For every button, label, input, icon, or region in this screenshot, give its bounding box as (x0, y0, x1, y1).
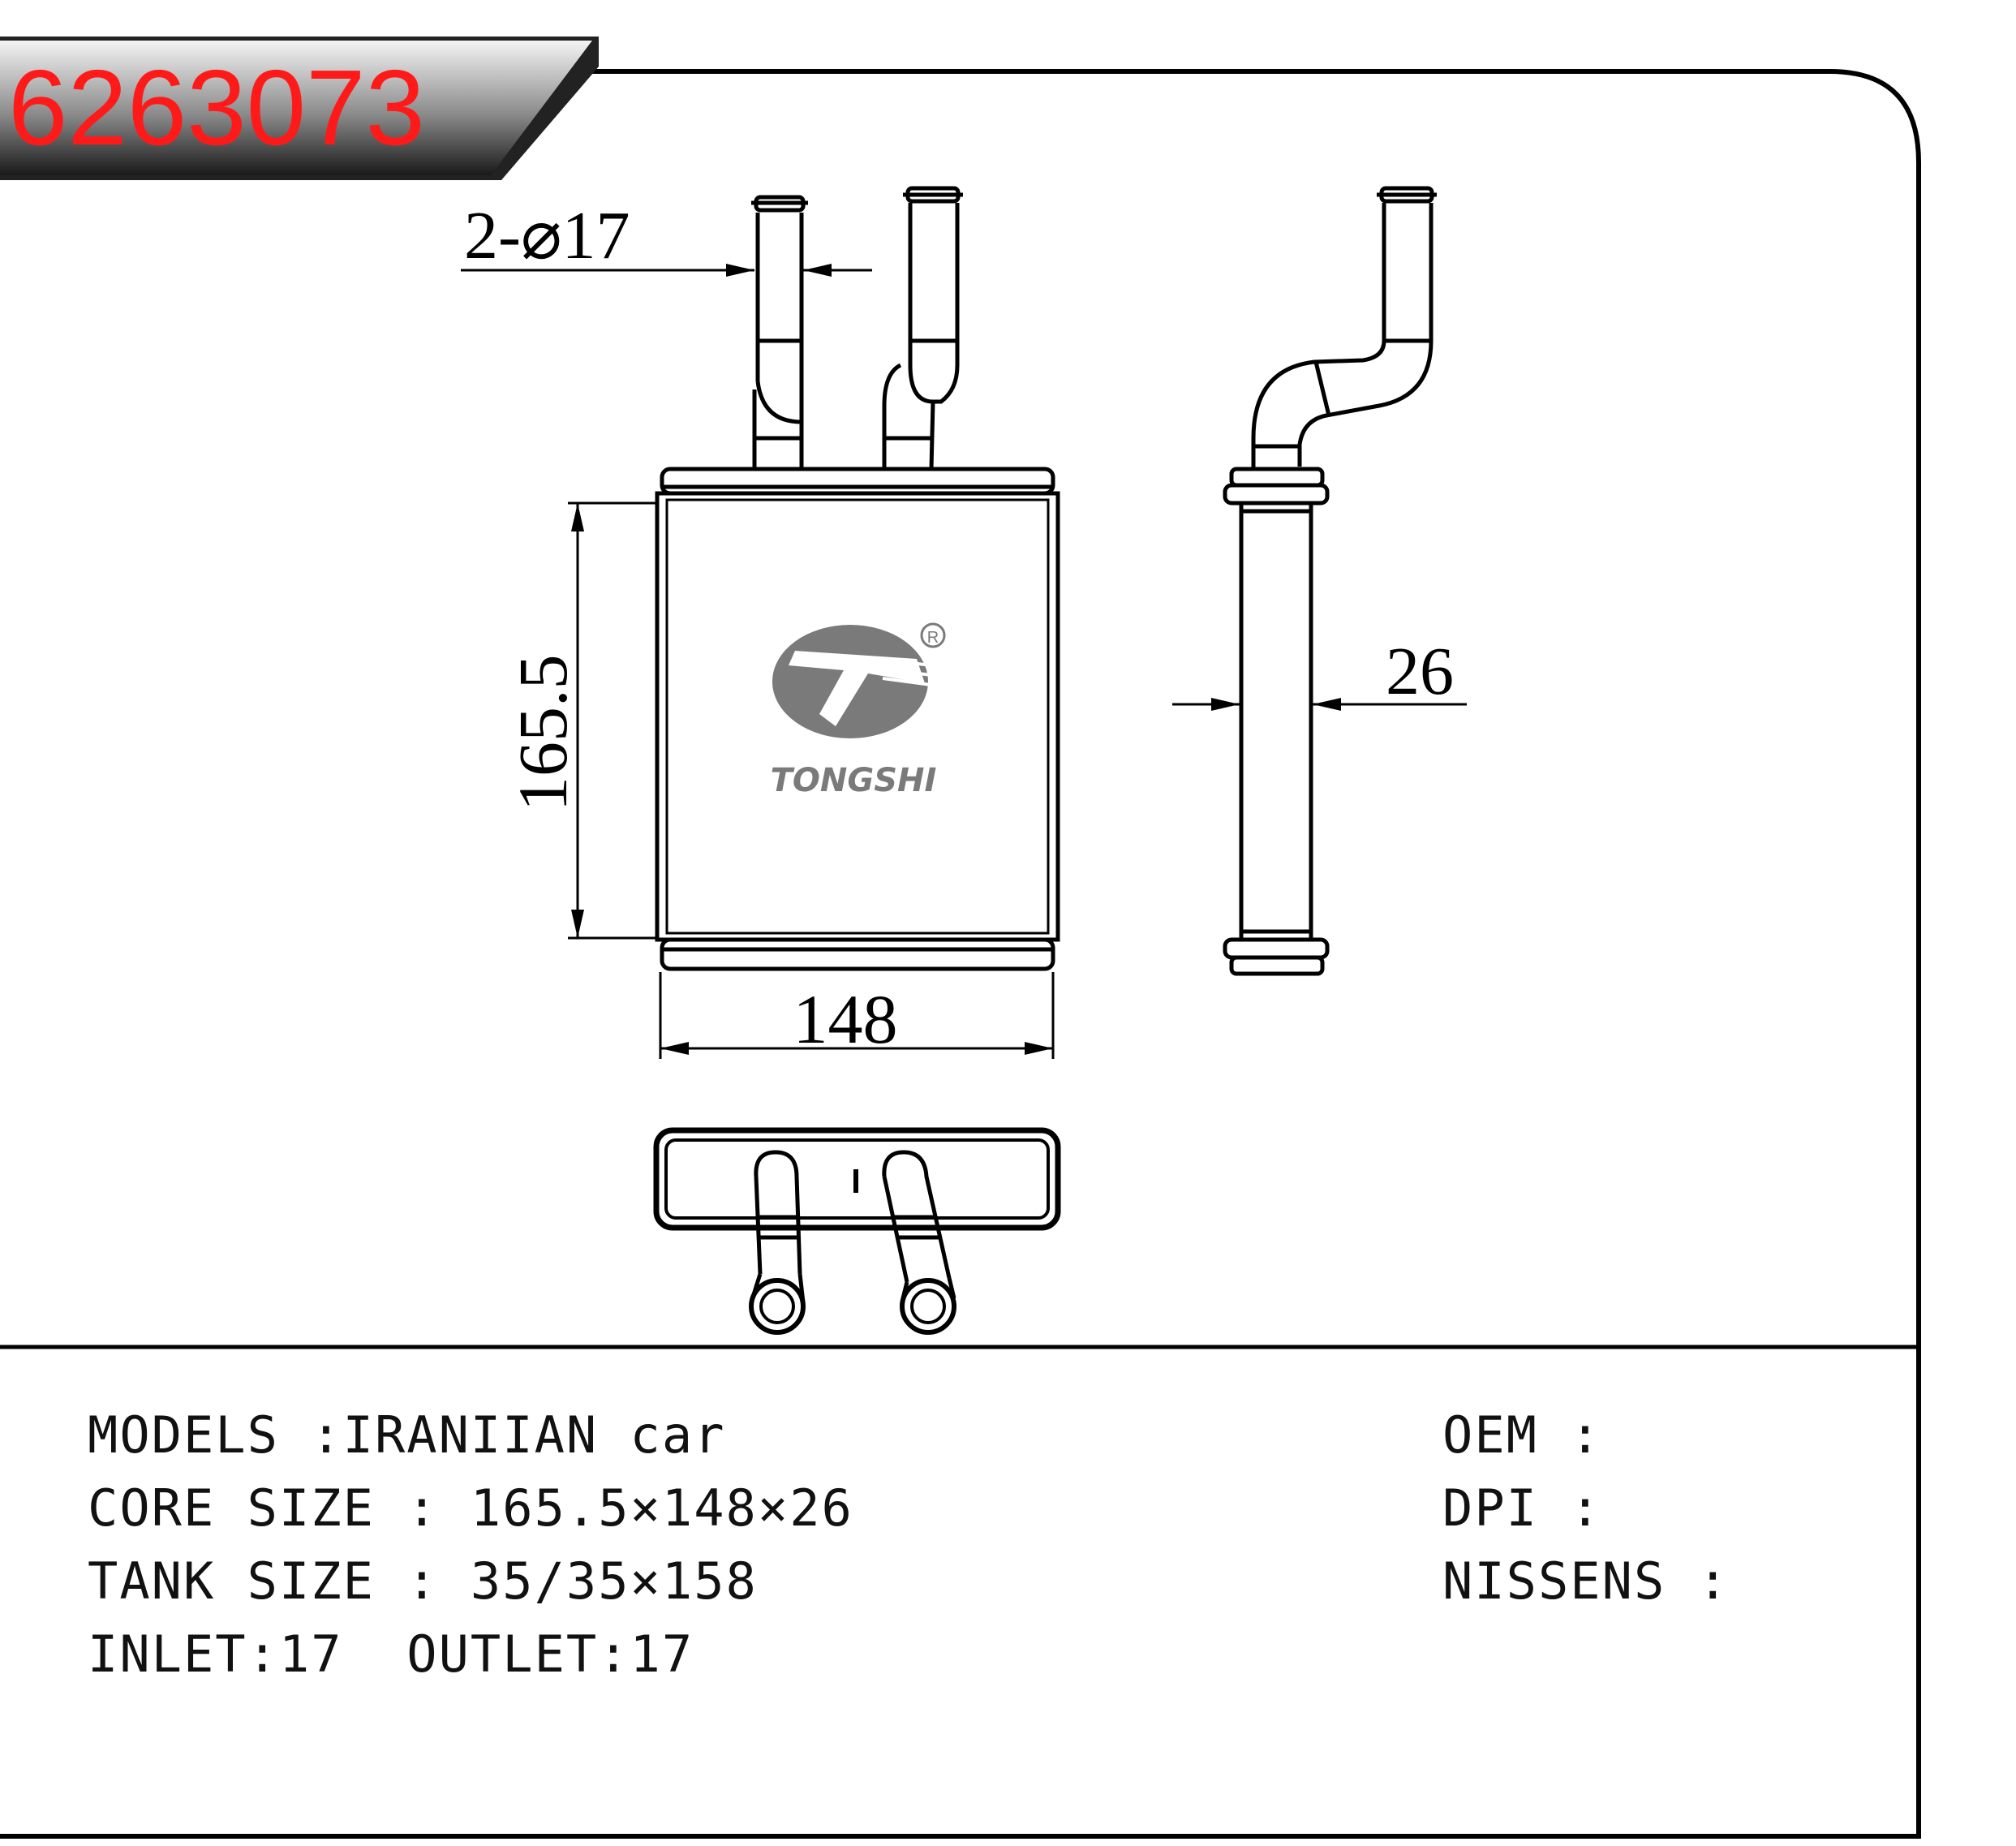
core-depth-label: 26 (1386, 634, 1454, 709)
spec-nissens: NISSENS : (1442, 1551, 1730, 1611)
dim-pipe-diameter (461, 264, 872, 277)
core-width-label: 148 (793, 980, 898, 1058)
registered-mark: R (927, 629, 939, 647)
top-view (653, 1127, 1061, 1335)
drawing-frame (0, 69, 1921, 1839)
spec-oem: OEM : (1442, 1405, 1602, 1465)
side-view (1223, 186, 1437, 976)
front-view (655, 186, 1060, 971)
part-number-banner: 6263073 (0, 37, 599, 180)
brand-name: TONGSHI (771, 762, 937, 799)
part-number: 6263073 (8, 48, 425, 167)
spec-models: MODELS :IRANIIAN car (88, 1405, 726, 1465)
dim-core-height (568, 501, 656, 940)
spec-inlet-outlet: INLET:17 OUTLET:17 (88, 1624, 694, 1684)
spec-tank-size: TANK SIZE : 35/35×158 (88, 1551, 758, 1611)
dim-core-depth (1172, 698, 1467, 711)
dim-core-width (659, 972, 1055, 1059)
spec-dpi: DPI : (1442, 1478, 1602, 1538)
spec-core-size: CORE SIZE : 165.5×148×26 (88, 1478, 853, 1538)
pipe-diameter-label: 2-⌀17 (464, 198, 630, 273)
tongshi-logo: R TONGSHI (771, 622, 946, 799)
core-height-label: 165.5 (504, 655, 582, 812)
